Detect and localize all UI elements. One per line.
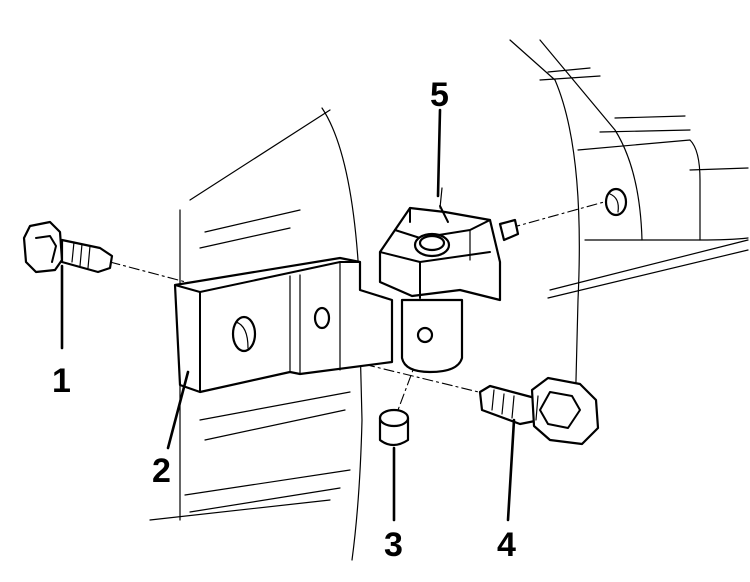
callout-1: 1 [52,362,71,400]
leader-lines [60,108,516,522]
body-mounting-hole [604,187,628,217]
callout-5: 5 [430,76,449,114]
bolt-left [22,220,114,274]
hinge-bracket [173,256,394,394]
callout-2: 2 [152,452,171,490]
callout-3: 3 [384,526,403,564]
callout-4: 4 [497,526,516,564]
cover-cap [378,408,410,447]
bolt-right [478,376,600,446]
body-pillar-outline [509,39,749,421]
hinge-head [378,187,520,374]
